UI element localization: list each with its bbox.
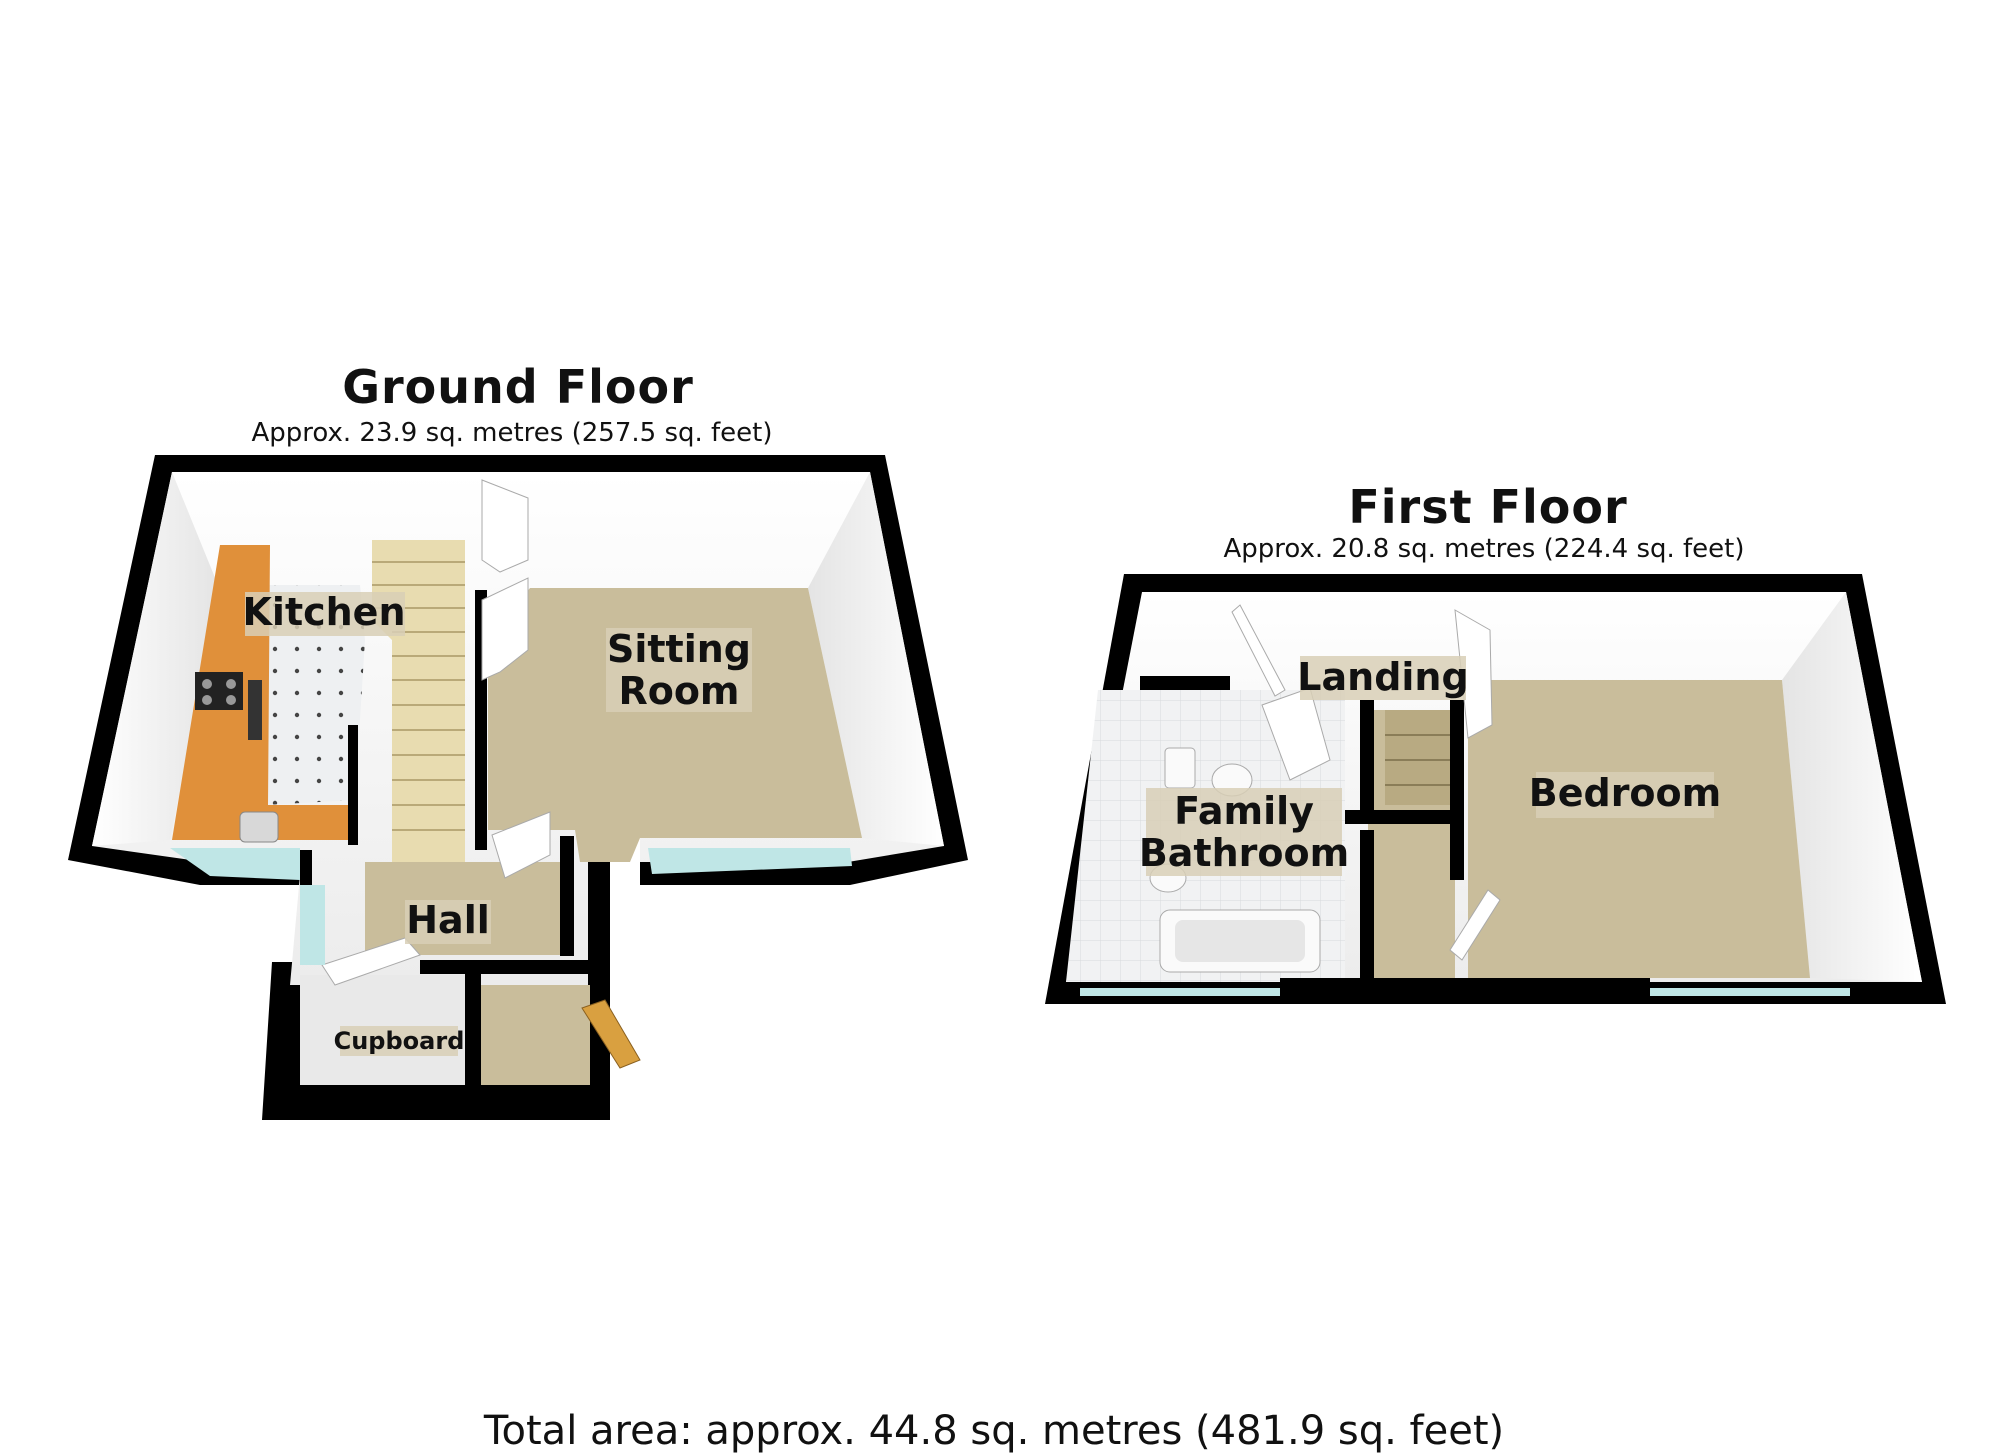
sitting-room-floor	[488, 588, 862, 862]
room-label-hall: Hall	[406, 898, 490, 942]
door-icon	[491, 811, 551, 879]
room-label-bedroom: Bedroom	[1529, 771, 1722, 815]
window-icon	[648, 848, 852, 874]
door-icon	[321, 937, 421, 986]
oven-icon	[248, 680, 262, 740]
porch-floor	[480, 985, 590, 1085]
room-label-family-bathroom-2: Bathroom	[1139, 831, 1349, 875]
window-icon	[1080, 988, 1280, 996]
window-icon	[1650, 988, 1850, 996]
sink-icon	[239, 811, 279, 843]
first-right-wall	[1782, 592, 1922, 982]
first-floor-area: Approx. 20.8 sq. metres (224.4 sq. feet)	[1223, 534, 1745, 564]
hob-icon	[195, 672, 243, 710]
door-icon	[1449, 889, 1501, 961]
window-icon	[300, 885, 325, 965]
kitchen-floor	[250, 585, 365, 805]
total-area: Total area: approx. 44.8 sq. metres (481…	[483, 1408, 1505, 1454]
room-label-family-bathroom: Family	[1174, 789, 1314, 833]
room-label-cupboard: Cupboard	[334, 1027, 465, 1055]
window-icon	[170, 848, 300, 880]
ground-floor-plan: Kitchen Sitting Room Hall Cupboard	[68, 455, 968, 1120]
front-door-icon	[581, 999, 641, 1069]
ground-right-wall	[808, 472, 944, 846]
room-label-sitting-room: Sitting	[607, 627, 751, 671]
door-icon	[481, 577, 529, 681]
first-floor-plan: Landing Family Bathroom Bedroom	[1045, 574, 1946, 1004]
first-floor-title: First Floor	[1348, 480, 1628, 534]
ground-floor-area: Approx. 23.9 sq. metres (257.5 sq. feet)	[251, 418, 773, 448]
ground-floor-title: Ground Floor	[342, 360, 694, 414]
door-icon	[1261, 687, 1331, 781]
door-icon	[481, 479, 529, 573]
room-label-kitchen: Kitchen	[242, 590, 405, 634]
door-icon	[1231, 604, 1286, 697]
ground-left-wall	[92, 472, 220, 846]
first-stairs	[1385, 710, 1455, 805]
bedroom-floor	[1468, 680, 1810, 978]
room-label-landing: Landing	[1297, 655, 1468, 699]
room-label-sitting-room-2: Room	[618, 669, 739, 713]
